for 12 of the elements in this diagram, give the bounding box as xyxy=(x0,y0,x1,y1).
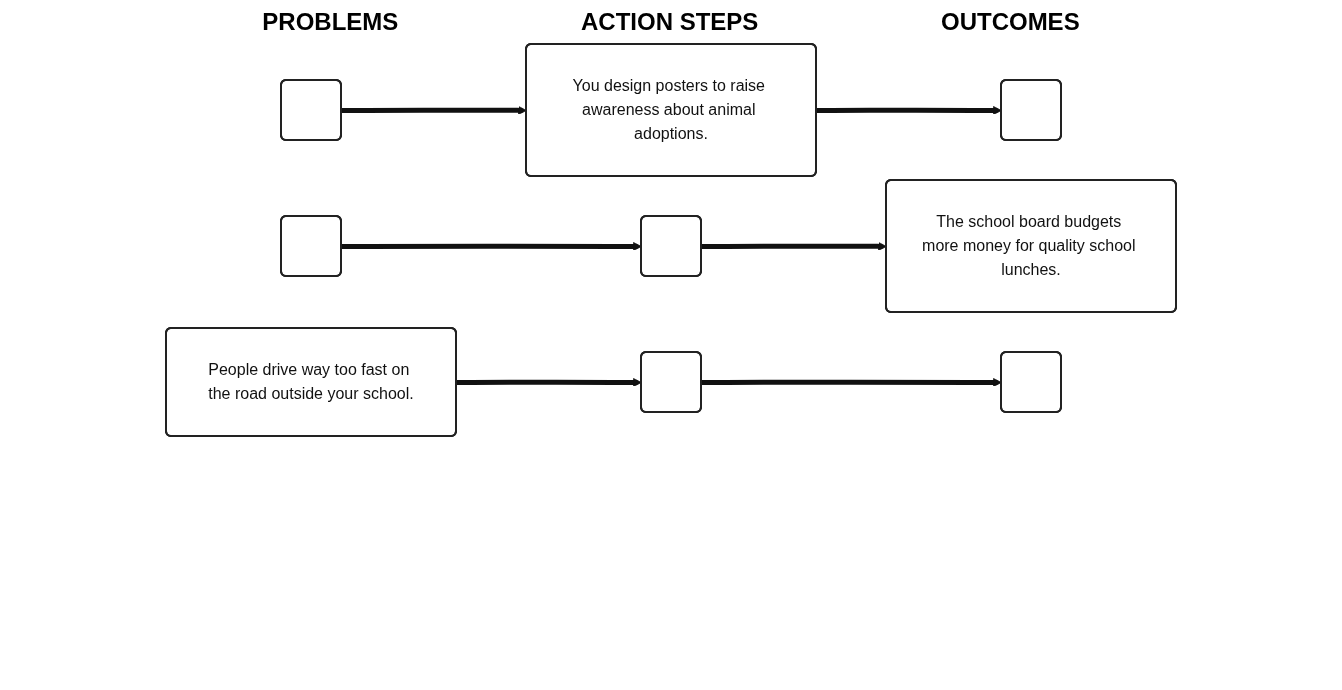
arrow xyxy=(701,242,887,251)
column-heading: OUTCOMES xyxy=(940,8,1080,36)
node-text: You design posters to raise awareness about animal adoptions. xyxy=(572,77,765,142)
node-text: People drive way too fast on the road outside your school. xyxy=(208,361,414,402)
node-text: The school board budgets more money for quality school lunches. xyxy=(922,213,1136,278)
column-heading: ACTION STEPS xyxy=(580,8,759,36)
arrow xyxy=(701,378,1002,387)
column-heading: PROBLEMS xyxy=(262,8,399,36)
arrow xyxy=(816,106,1002,115)
arrow xyxy=(341,242,642,251)
arrow xyxy=(456,378,642,387)
arrow xyxy=(341,106,527,115)
